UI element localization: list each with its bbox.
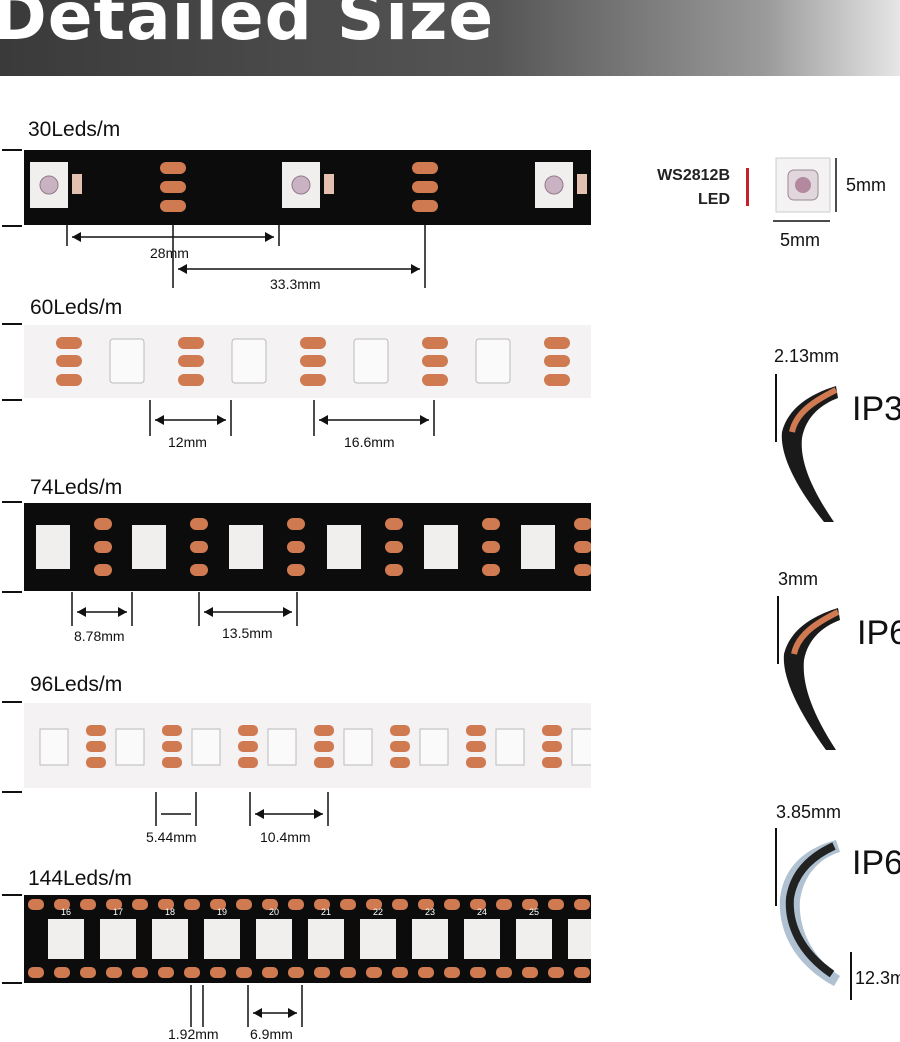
led-index-number: 20 bbox=[269, 907, 279, 917]
pad-row-bottom bbox=[28, 967, 590, 978]
ip-strip-sample-3 bbox=[775, 828, 840, 986]
ip-dim-label: 3mm bbox=[778, 569, 818, 589]
strip-label-74: 74Leds/m bbox=[30, 476, 123, 499]
ip-strip-sample-2 bbox=[777, 596, 840, 750]
solder-pads bbox=[56, 337, 570, 386]
dim-label: 5.44mm bbox=[146, 829, 197, 845]
led-index-number: 21 bbox=[321, 907, 331, 917]
led-chip bbox=[535, 162, 587, 208]
height-bracket-74 bbox=[2, 501, 22, 593]
led-model-name: WS2812B LED bbox=[657, 167, 730, 208]
dimension-lines-144 bbox=[190, 985, 303, 1027]
ip-rating-label: IP6 bbox=[852, 844, 900, 882]
led-height-dim: 5mm bbox=[846, 175, 886, 195]
height-bracket-96 bbox=[2, 701, 22, 793]
solder-pads bbox=[94, 518, 591, 576]
led-chips bbox=[109, 338, 511, 384]
ip-side-dim-label: 12.3m bbox=[855, 968, 900, 988]
ip-rating-label: IP3 bbox=[852, 390, 900, 428]
pad-row-top bbox=[28, 899, 590, 910]
strip-74-leds bbox=[24, 503, 591, 591]
dimension-lines-96 bbox=[155, 792, 329, 826]
ip-dim-label: 3.85mm bbox=[776, 802, 842, 822]
led-index-number: 18 bbox=[165, 907, 175, 917]
ip-rating-label: IP6 bbox=[857, 614, 900, 652]
led-chips bbox=[39, 728, 591, 766]
dimension-lines-60 bbox=[149, 400, 435, 436]
dim-label: 10.4mm bbox=[260, 829, 311, 845]
led-chip-icon bbox=[773, 157, 837, 222]
led-index-number: 16 bbox=[61, 907, 71, 917]
side-dim-bracket bbox=[850, 952, 852, 1000]
strip-60-leds bbox=[24, 325, 591, 398]
dim-label: 8.78mm bbox=[74, 628, 125, 644]
strip-96-leds bbox=[24, 703, 591, 788]
solder-pads bbox=[160, 162, 438, 212]
strip-30-leds bbox=[24, 150, 591, 225]
title-banner: Detailed Size bbox=[0, 0, 900, 76]
dim-label: 13.5mm bbox=[222, 625, 273, 641]
dim-label: 6.9mm bbox=[250, 1026, 293, 1042]
led-chips bbox=[36, 525, 555, 569]
height-bracket-144 bbox=[2, 894, 22, 984]
led-chip bbox=[30, 162, 82, 208]
banner-title: Detailed Size bbox=[0, 0, 495, 55]
led-chip bbox=[282, 162, 334, 208]
solder-pads bbox=[86, 725, 562, 768]
dim-label: 1.92mm bbox=[168, 1026, 219, 1042]
height-bracket-30 bbox=[2, 149, 22, 227]
led-index-number: 19 bbox=[217, 907, 227, 917]
dim-label: 16.6mm bbox=[344, 434, 395, 450]
strip-label-30: 30Leds/m bbox=[28, 118, 121, 141]
strip-label-144: 144Leds/m bbox=[28, 867, 132, 890]
strip-144-leds: 16 17 18 19 20 21 22 23 24 25 bbox=[24, 895, 591, 983]
dimension-lines-74 bbox=[71, 592, 298, 626]
led-index-number: 17 bbox=[113, 907, 123, 917]
strip-label-96: 96Leds/m bbox=[30, 673, 123, 696]
height-bracket-60 bbox=[2, 323, 22, 401]
ip-dim-label: 2.13mm bbox=[774, 346, 840, 366]
dim-label: 12mm bbox=[168, 434, 207, 450]
ip-strip-sample-1 bbox=[775, 374, 838, 522]
led-index-number: 24 bbox=[477, 907, 487, 917]
dim-label: 33.3mm bbox=[270, 276, 321, 292]
led-index-number: 23 bbox=[425, 907, 435, 917]
led-width-dim: 5mm bbox=[780, 230, 820, 250]
strip-label-60: 60Leds/m bbox=[30, 296, 123, 319]
accent-divider bbox=[746, 168, 749, 206]
led-index-number: 25 bbox=[529, 907, 539, 917]
led-index-number: 22 bbox=[373, 907, 383, 917]
led-chips bbox=[48, 919, 591, 959]
dim-label: 28mm bbox=[150, 245, 189, 261]
dimension-lines-30 bbox=[66, 224, 426, 288]
